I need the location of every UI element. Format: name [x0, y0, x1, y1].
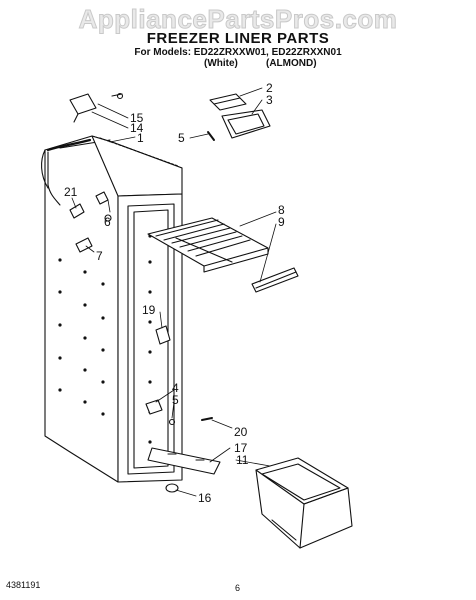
callout-2: 2 [266, 81, 273, 95]
clip-19 [155, 325, 171, 345]
screw-20 [201, 417, 213, 421]
variant-almond: (ALMOND) [266, 58, 317, 69]
callout-11: 11 [236, 453, 249, 467]
page-number: 6 [235, 583, 241, 593]
screw-4-5 [145, 399, 176, 426]
model-numbers: For Models: ED22ZRXXW01, ED22ZRXXN01 [134, 47, 342, 58]
callout-7: 7 [96, 249, 103, 263]
bottom-rail [147, 447, 221, 475]
callout-17: 17 [234, 441, 248, 455]
callout-4: 4 [172, 381, 179, 395]
shelf-rail [251, 267, 299, 293]
cap-16 [165, 483, 179, 493]
callout-20: 20 [234, 425, 248, 439]
top-bracket [69, 92, 124, 123]
freezer-bin [255, 457, 353, 549]
callout-14: 14 [130, 121, 144, 135]
callout-5-bottom: 5 [172, 393, 179, 407]
callout-5-top: 5 [178, 131, 185, 145]
watermark: AppliancePartsPros.com [78, 4, 398, 35]
callout-8: 8 [278, 203, 285, 217]
variant-white: (White) [204, 58, 238, 69]
wire-shelf [147, 217, 269, 273]
liner-holes [58, 234, 152, 444]
freezer-liner [41, 135, 183, 483]
callout-15: 15 [130, 111, 144, 125]
callout-1: 1 [137, 131, 144, 145]
color-variants: (White) (ALMOND) [196, 58, 366, 69]
vent-bracket [207, 93, 271, 141]
leader-lines [71, 87, 277, 497]
page-title: FREEZER LINER PARTS [146, 30, 330, 47]
callout-16: 16 [198, 491, 212, 505]
callout-19: 19 [142, 303, 156, 317]
document-number: 4381191 [6, 580, 41, 590]
callout-3: 3 [266, 93, 273, 107]
callout-6: 6 [104, 215, 111, 229]
callout-labels: 2 3 5 15 14 1 21 6 7 8 9 19 4 5 20 17 11… [64, 81, 285, 505]
callout-21: 21 [64, 185, 78, 199]
callout-9: 9 [278, 215, 285, 229]
